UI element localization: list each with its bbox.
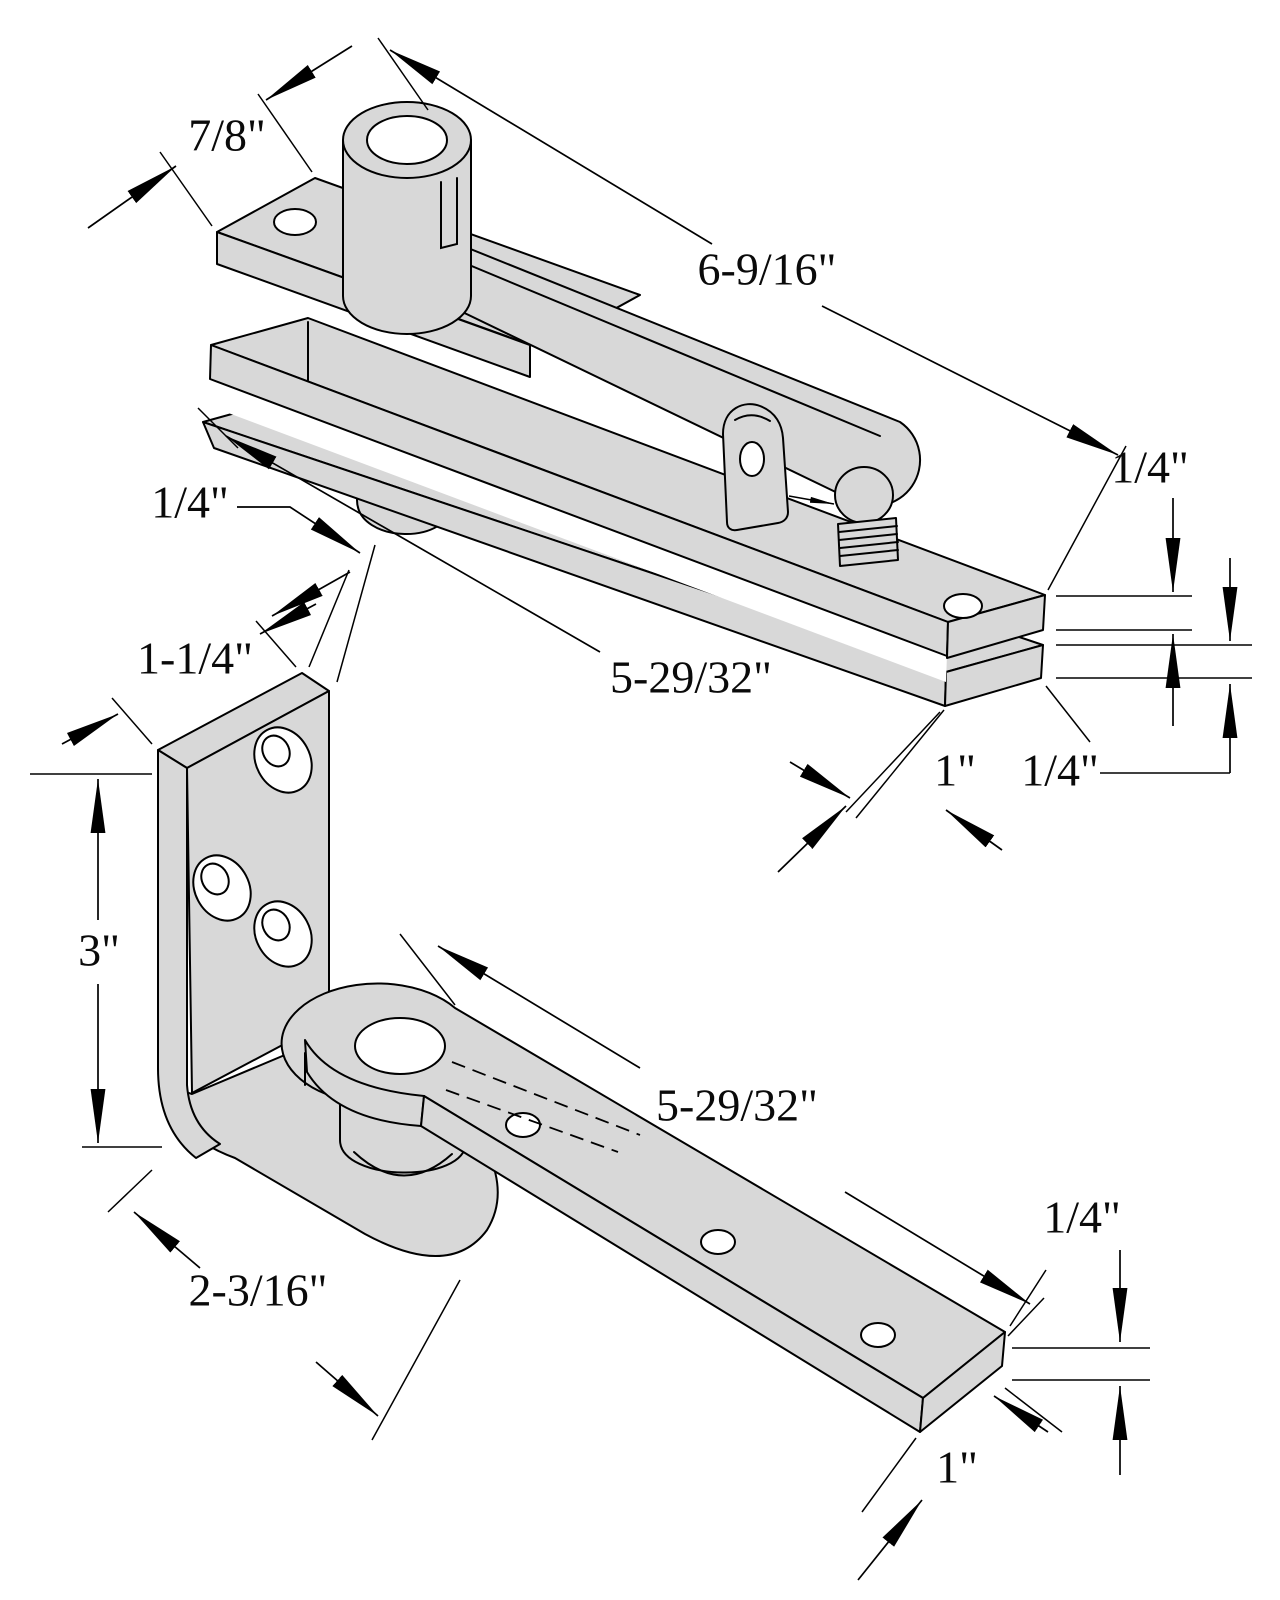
bushing-body [342,139,472,335]
bottom-door-strap [280,982,1006,1433]
dimension-top-strap-length: 5-29/32" [197,407,941,813]
dimension-top-strap-width: 1" [777,685,1091,873]
dimension-lower-bar-thickness: 1/4" [1021,558,1238,796]
label-plate-width: 7/8" [188,110,266,161]
dimension-foot-length: 2-3/16" [107,1169,461,1441]
pivot-bushing [342,101,472,335]
strap-hole-3 [860,1322,896,1348]
label-bottom-strap-thickness: 1/4" [1043,1192,1121,1243]
label-bracket-height: 3" [78,925,120,976]
dimension-plate-width: 7/8" [87,45,353,229]
dimension-bottom-strap-thickness: 1/4" [1004,1192,1150,1475]
ball-head [834,466,894,524]
dimension-pin-diameter: 1/4" [151,477,376,683]
strap-end-face [919,1331,1006,1433]
strap-pivot-hole [354,1017,446,1075]
clevis-top-arc [734,414,771,422]
dimension-bracket-width: 1-1/4" [61,601,317,747]
bushing-bore [366,115,448,165]
dimension-upper-bar-thickness: 1/4" [1056,442,1252,726]
clevis-hole [739,441,765,477]
countersunk-holes [192,726,313,968]
top-pivot-assembly: 7/8" 6-9/16" 1/4" 1/4" [87,37,1252,873]
strap-lobe-front [304,1039,425,1127]
bracket-leg [157,672,330,1159]
leg-side-face [157,749,221,1159]
upper-bar-screw-hole [943,593,983,619]
strap-hidden-edge-2 [445,1089,619,1153]
dimension-bottom-strap-length: 5-29/32" [399,933,1047,1327]
strap-hole-2 [700,1229,736,1255]
label-upper-bar-thickness: 1/4" [1111,442,1189,493]
label-lower-bar-thickness: 1/4" [1021,745,1099,796]
jamb-plate-hole [273,208,317,236]
bottom-pivot-assembly: 1-1/4" 3" 2-3/16" 5-29/32" [30,601,1150,1581]
label-overall-length: 6-9/16" [698,244,837,295]
label-foot-length: 2-3/16" [189,1265,328,1316]
dimension-overall-length: 6-9/16" [377,37,1127,591]
strap-hidden-edge-1 [451,1061,641,1136]
strap-hole-1 [505,1112,541,1138]
ball-adjustment-screw [788,466,899,567]
label-bottom-strap-length: 5-29/32" [656,1080,818,1131]
thread-lines [838,525,899,557]
upper-bar-end-face [946,594,1046,659]
label-bracket-width: 1-1/4" [137,633,253,684]
bushing-notch [440,177,458,250]
label-bottom-strap-width: 1" [936,1442,978,1493]
label-pin-diameter: 1/4" [151,477,229,528]
door-strap-upper-bar [209,317,1046,659]
lower-bar-end-face [944,644,1044,707]
arm-top-edge [461,261,881,437]
label-top-strap-length: 5-29/32" [610,652,772,703]
dimension-bracket-height: 3" [30,773,162,1148]
clevis-pin-line [788,495,835,505]
bar-gap [207,377,947,682]
dimension-bottom-strap-width: 1" [857,1395,1049,1581]
clevis-bracket [722,403,789,532]
label-top-strap-width: 1" [934,745,976,796]
bushing-inner-arc [353,1151,453,1177]
